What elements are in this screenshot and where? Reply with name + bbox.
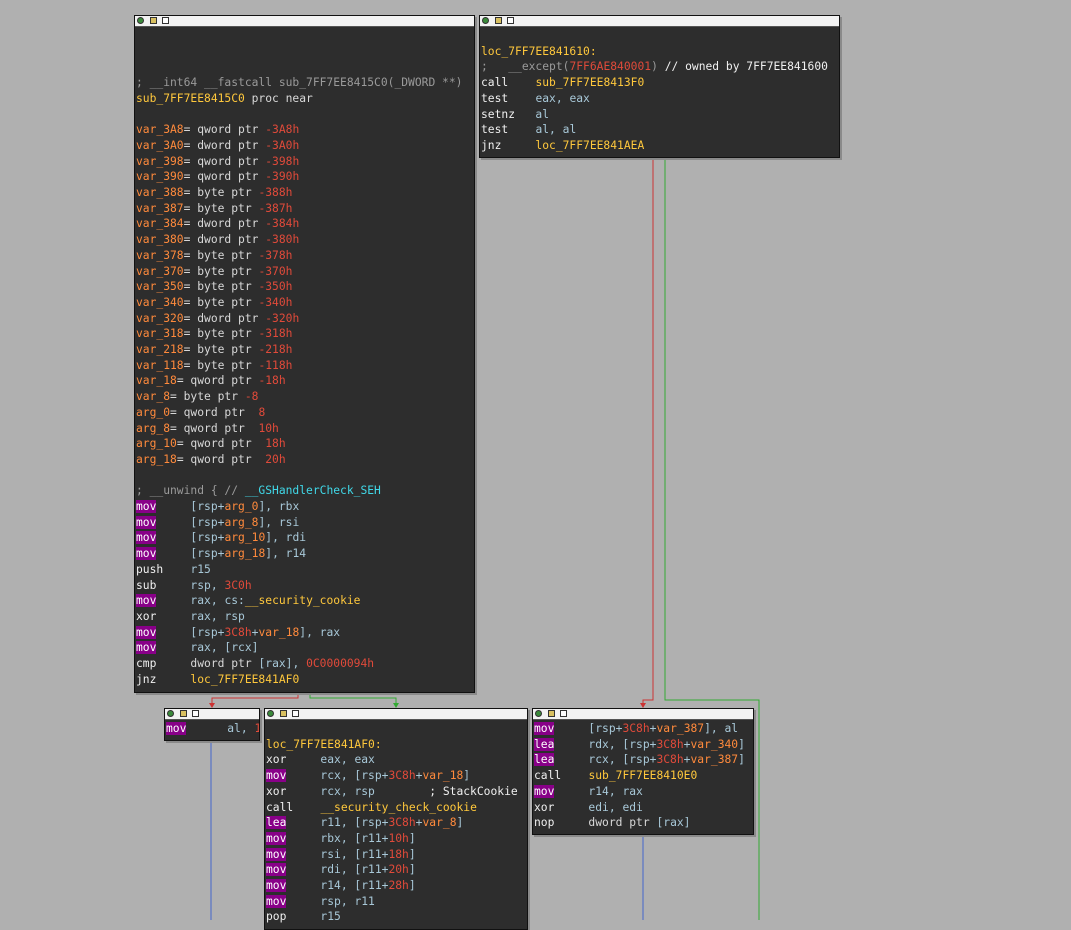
graph-node-epilogue[interactable]: loc_7FF7EE841AF0:xor eax, eax mov rcx, [r…	[264, 708, 528, 930]
disasm-line[interactable]: jnz loc_7FF7EE841AF0	[136, 672, 300, 686]
disasm-line[interactable]: var_350= byte ptr -350h	[136, 280, 293, 294]
edge-except-true	[664, 157, 760, 920]
disasm-line[interactable]: lea r11, [rsp+3C8h+var_8]	[266, 816, 464, 830]
disasm-line[interactable]: var_388= byte ptr -388h	[136, 186, 293, 199]
graph-node-main[interactable]: ; __int64 __fastcall sub_7FF7EE8415C0(_D…	[134, 15, 475, 693]
disasm-line[interactable]: var_118= byte ptr -118h	[136, 358, 293, 372]
disasm-line[interactable]: ; __except(7FF6AE840001) // owned by 7FF…	[481, 60, 828, 74]
disasm-line[interactable]: var_398= qword ptr -398h	[136, 154, 300, 168]
disasm-line[interactable]: cmp dword ptr [rax], 0C0000094h	[136, 657, 375, 670]
edge-main-false-arrow	[209, 703, 215, 708]
disasm-line[interactable]: var_378= byte ptr -378h	[136, 248, 293, 262]
disasm-line[interactable]: var_318= byte ptr -318h	[136, 327, 293, 341]
group-icon[interactable]	[192, 710, 199, 717]
group-icon[interactable]	[162, 17, 169, 24]
disasm-line[interactable]: ; __int64 __fastcall sub_7FF7EE8415C0(_D…	[136, 76, 463, 90]
disasm-line[interactable]: mov rcx, [rsp+3C8h+var_18]	[266, 769, 471, 783]
rename-icon[interactable]	[150, 17, 157, 24]
disasm-line[interactable]: var_8= byte ptr -8	[136, 390, 259, 404]
disasm-line[interactable]: var_370= byte ptr -370h	[136, 264, 293, 278]
disasm-line[interactable]: var_320= dword ptr -320h	[136, 311, 300, 325]
group-icon[interactable]	[292, 710, 299, 717]
edge-main-true-arrow	[393, 703, 399, 708]
disasm-line[interactable]: call sub_7FF7EE8410E0	[534, 769, 698, 783]
disasm-line[interactable]: test eax, eax	[481, 91, 590, 105]
disasm-line[interactable]: var_387= byte ptr -387h	[136, 201, 293, 215]
disasm-line[interactable]: setnz al	[481, 107, 550, 121]
disasm-line[interactable]: arg_18= qword ptr 20h	[136, 452, 286, 466]
disasm-line[interactable]: mov al, 1	[166, 722, 259, 735]
disasm-line[interactable]: mov [rsp+3C8h+var_387], al	[534, 722, 739, 735]
disasm-line[interactable]: var_380= dword ptr -380h	[136, 233, 300, 247]
disasm-line[interactable]: mov rax, [rcx]	[136, 641, 259, 655]
disasm-line[interactable]: test al, al	[481, 123, 577, 137]
color-icon[interactable]	[267, 710, 274, 717]
node-header	[480, 16, 839, 27]
disasm-line[interactable]: lea rcx, [rsp+3C8h+var_387]	[534, 753, 745, 767]
disasm-line[interactable]: xor eax, eax	[266, 753, 375, 767]
disasm-line[interactable]: var_340= byte ptr -340h	[136, 295, 293, 309]
disasm-line[interactable]: xor rax, rsp	[136, 609, 245, 623]
node-header	[135, 16, 474, 27]
disasm-line[interactable]: var_384= dword ptr -384h	[136, 217, 300, 231]
edge-main-true	[309, 691, 397, 706]
disasm-line[interactable]: var_218= byte ptr -218h	[136, 343, 293, 356]
disasm-line[interactable]: ; __unwind { // __GSHandlerCheck_SEH	[136, 484, 381, 498]
disasm-line[interactable]: arg_0= qword ptr 8	[136, 405, 266, 419]
color-icon[interactable]	[535, 710, 542, 717]
graph-node-except[interactable]: loc_7FF7EE841610: ; __except(7FF6AE840001…	[479, 15, 840, 158]
disasm-line[interactable]: mov rdi, [r11+20h]	[266, 863, 416, 877]
disasm-line[interactable]: mov rsi, [r11+18h]	[266, 847, 416, 861]
edge-main-false	[211, 691, 299, 706]
edge-except-false-arrow	[640, 703, 646, 708]
disasm-line[interactable]: loc_7FF7EE841AF0:	[266, 737, 382, 751]
color-icon[interactable]	[167, 710, 174, 717]
disasm-line[interactable]: mov [rsp+arg_18], r14	[136, 547, 307, 561]
disasm-line[interactable]: mov [rsp+arg_0], rbx	[136, 500, 300, 513]
disasm-line[interactable]: var_3A0= dword ptr -3A0h	[136, 138, 300, 152]
graph-node-small[interactable]: mov al, 1	[164, 708, 260, 741]
disasm-line[interactable]: nop dword ptr [rax]	[534, 816, 691, 830]
group-icon[interactable]	[507, 17, 514, 24]
rename-icon[interactable]	[180, 710, 187, 717]
disasm-line[interactable]: mov [rsp+arg_10], rdi	[136, 531, 307, 545]
disasm-line[interactable]: lea rdx, [rsp+3C8h+var_340]	[534, 737, 745, 751]
disasm-line[interactable]: arg_10= qword ptr 18h	[136, 437, 286, 451]
disasm-line[interactable]: call __security_check_cookie	[266, 800, 477, 814]
disasm-line[interactable]: mov [rsp+arg_8], rsi	[136, 515, 300, 529]
disasm-line[interactable]: sub_7FF7EE8415C0 proc near	[136, 91, 313, 105]
disasm-line[interactable]: push r15	[136, 562, 211, 576]
rename-icon[interactable]	[280, 710, 287, 717]
graph-node-right[interactable]: mov [rsp+3C8h+var_387], al lea rdx, [rsp+…	[532, 708, 754, 835]
disasm-line[interactable]: mov rax, cs:__security_cookie	[136, 594, 361, 608]
disasm-line[interactable]: xor rcx, rsp ; StackCookie	[266, 784, 518, 798]
disasm-line[interactable]: xor edi, edi	[534, 800, 643, 814]
disasm-line[interactable]: jnz loc_7FF7EE841AEA	[481, 138, 645, 152]
disasm-line[interactable]: mov r14, rax	[534, 784, 643, 798]
disasm-line[interactable]: var_390= qword ptr -390h	[136, 170, 300, 184]
node-header	[265, 709, 527, 720]
node-header	[165, 709, 259, 720]
node-header	[533, 709, 753, 720]
disasm-line[interactable]: mov rsp, r11	[266, 894, 375, 908]
disasm-line[interactable]: call sub_7FF7EE8413F0	[481, 76, 645, 90]
color-icon[interactable]	[482, 17, 489, 24]
disasm-line[interactable]: mov rbx, [r11+10h]	[266, 831, 416, 845]
disasm-line[interactable]: var_18= qword ptr -18h	[136, 374, 286, 388]
disasm-line[interactable]: mov [rsp+3C8h+var_18], rax	[136, 625, 341, 639]
rename-icon[interactable]	[548, 710, 555, 717]
disasm-line[interactable]: var_3A8= qword ptr -3A8h	[136, 123, 300, 137]
disasm-line[interactable]: sub rsp, 3C0h	[136, 578, 252, 592]
disasm-line[interactable]: arg_8= qword ptr 10h	[136, 421, 279, 435]
rename-icon[interactable]	[495, 17, 502, 24]
disasm-line[interactable]: pop r15	[266, 910, 341, 924]
disasm-line[interactable]: loc_7FF7EE841610:	[481, 44, 597, 58]
color-icon[interactable]	[137, 17, 144, 24]
edge-except-false	[642, 157, 654, 706]
group-icon[interactable]	[560, 710, 567, 717]
disasm-line[interactable]: mov r14, [r11+28h]	[266, 879, 416, 892]
